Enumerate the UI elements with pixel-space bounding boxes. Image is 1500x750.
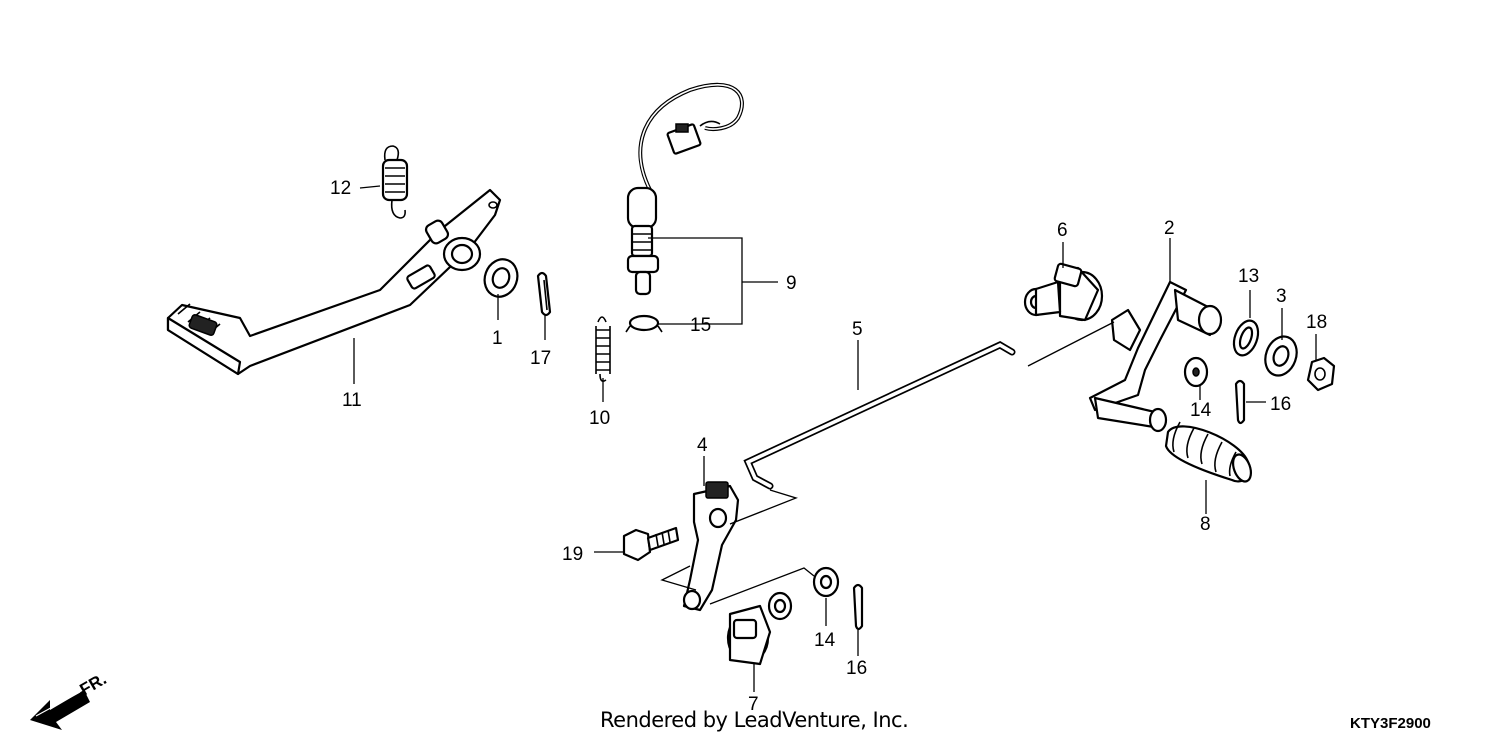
callout-12: 12 <box>330 178 351 199</box>
leader-lines <box>353 185 1317 692</box>
part-17-cotter-pin[interactable] <box>536 271 552 317</box>
callout-4: 4 <box>697 435 708 456</box>
callout-13: 13 <box>1238 266 1259 287</box>
part-14-washer-lower[interactable] <box>812 566 840 598</box>
part-2-gearshift-pedal[interactable] <box>1088 280 1223 433</box>
part-9-stop-switch[interactable] <box>626 82 744 296</box>
part-7-rod-joint-lower[interactable] <box>726 591 793 666</box>
part-12-return-spring[interactable] <box>381 145 409 219</box>
part-4-shift-arm[interactable] <box>682 481 740 612</box>
part-18-nut[interactable] <box>1306 356 1336 392</box>
callout-2: 2 <box>1164 218 1175 239</box>
part-6-rod-joint[interactable] <box>1023 262 1104 322</box>
diagram-code: KTY3F2900 <box>1350 715 1431 732</box>
callout-18: 18 <box>1306 312 1327 333</box>
part-14-washer-upper[interactable] <box>1183 356 1209 388</box>
part-19-bolt[interactable] <box>622 526 680 562</box>
part-10-switch-spring[interactable] <box>595 316 611 382</box>
callout-16-upper: 16 <box>1270 394 1291 415</box>
part-16-cotter-pin-upper[interactable] <box>1234 379 1246 425</box>
part-8-shift-rubber[interactable] <box>1164 421 1254 484</box>
callout-14-upper: 14 <box>1190 400 1212 421</box>
callout-9: 9 <box>786 273 797 294</box>
part-1-washer[interactable] <box>479 255 522 302</box>
callout-8: 8 <box>1200 514 1211 535</box>
part-15-clip[interactable] <box>625 314 663 333</box>
callout-1: 1 <box>492 328 503 349</box>
part-11-brake-pedal[interactable] <box>166 188 502 376</box>
part-5-shift-rod[interactable] <box>743 341 1016 490</box>
callout-17: 17 <box>530 348 551 369</box>
front-direction-arrow-icon: FR. <box>30 669 110 730</box>
callout-16-lower: 16 <box>846 658 867 679</box>
callout-11: 11 <box>342 390 362 411</box>
callout-numbers: 1 2 3 4 5 6 7 8 9 10 11 12 13 14 14 15 1… <box>330 178 1327 715</box>
part-16-cotter-pin-lower[interactable] <box>852 583 864 631</box>
callout-7: 7 <box>748 694 759 715</box>
part-3-bearing[interactable] <box>1260 332 1302 380</box>
callout-15: 15 <box>690 315 711 336</box>
callout-6: 6 <box>1057 220 1068 241</box>
callout-14-lower: 14 <box>814 630 836 651</box>
callout-19: 19 <box>562 544 583 565</box>
part-13-dust-seal[interactable] <box>1230 317 1263 358</box>
callout-10: 10 <box>589 408 610 429</box>
render-credit: Rendered by LeadVenture, Inc. <box>600 708 909 732</box>
callout-3: 3 <box>1276 286 1287 307</box>
callout-5: 5 <box>852 319 863 340</box>
